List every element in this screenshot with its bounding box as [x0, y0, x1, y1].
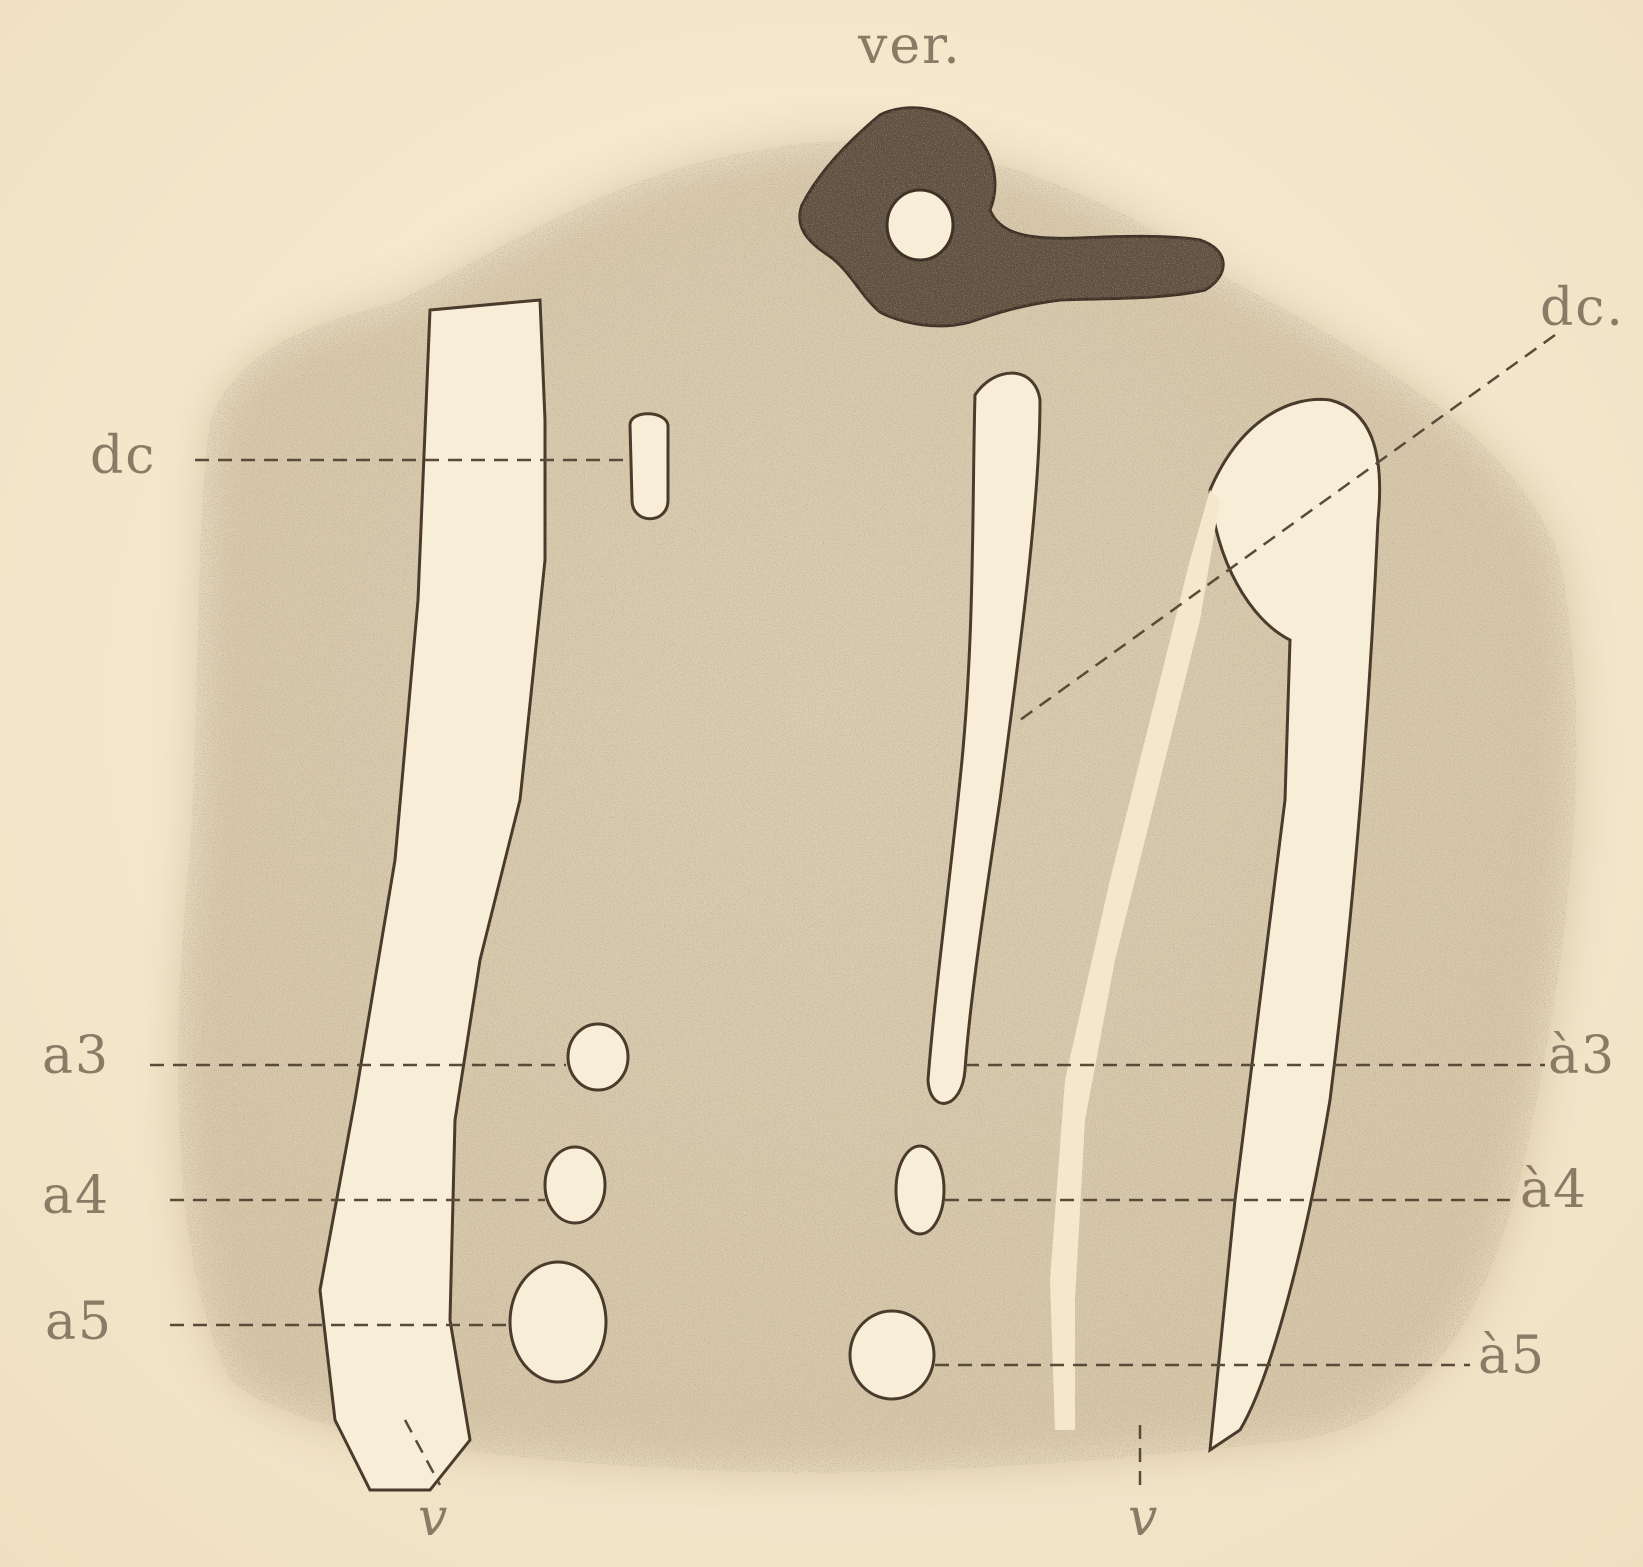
label-v-left: v	[418, 1492, 449, 1544]
label-a4-right: à4	[1520, 1164, 1588, 1216]
artery-a3-left	[568, 1024, 628, 1090]
dc-left-duct	[630, 414, 668, 519]
vertebra-canal	[887, 190, 953, 260]
label-a5-right: à5	[1478, 1330, 1546, 1382]
label-ver: ver.	[858, 20, 962, 72]
artery-a4-left	[545, 1147, 605, 1223]
label-dc-left: dc	[90, 430, 156, 482]
label-a3-right: à3	[1548, 1030, 1616, 1082]
artery-a5-right	[850, 1311, 934, 1399]
label-a4-left: a4	[42, 1170, 110, 1222]
label-dc-right: dc.	[1540, 282, 1625, 334]
label-a5-left: a5	[45, 1296, 113, 1348]
artery-a5-left	[510, 1262, 606, 1382]
label-v-right: v	[1128, 1492, 1159, 1544]
artery-a4-right	[896, 1146, 944, 1234]
label-a3-left: a3	[42, 1030, 110, 1082]
